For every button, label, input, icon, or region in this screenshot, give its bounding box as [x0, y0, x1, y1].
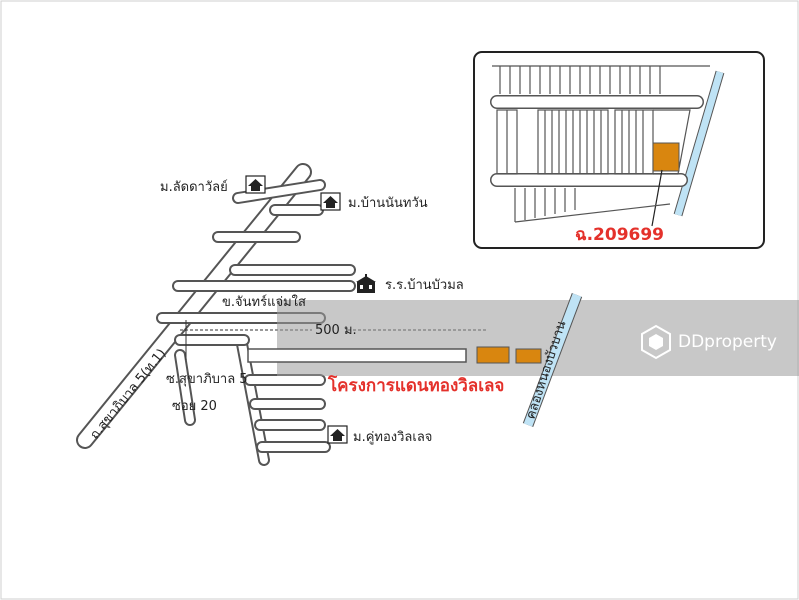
label-school-baan-buamon: ร.ร.บ้านบัวมล [385, 278, 464, 293]
label-road-chanchaemsai: ข.จันทร์แจ่มใส [222, 294, 306, 310]
label-plot-number: ฉ.209699 [575, 225, 664, 245]
house-icon [320, 192, 341, 211]
project-plot-2 [515, 348, 542, 364]
house-icon [327, 425, 348, 444]
label-village-baan-nanthawan: ม.บ้านนันทวัน [348, 196, 428, 211]
label-distance: 500 ม. [315, 323, 357, 338]
label-project-name: โครงการแดนทองวิลเลจ [327, 375, 504, 396]
inset-map [473, 51, 765, 249]
soi-road [174, 334, 331, 466]
label-soi-sukhaphiban5: ซ.สุขาภิบาล 5 [166, 372, 248, 387]
label-village-khuthong: ม.คู่ทองวิลเลจ [353, 430, 432, 445]
school-icon [356, 274, 376, 293]
inset-plot [652, 142, 680, 172]
label-soi-20: ซอย 20 [172, 399, 217, 414]
ddproperty-logo-icon [641, 324, 671, 360]
project-road [247, 348, 467, 363]
watermark-text: DDproperty [678, 332, 777, 352]
house-icon [245, 175, 266, 194]
main-road [76, 163, 312, 449]
project-plot-1 [476, 346, 510, 364]
label-village-ladawan: ม.ลัดดาวัลย์ [160, 179, 228, 195]
